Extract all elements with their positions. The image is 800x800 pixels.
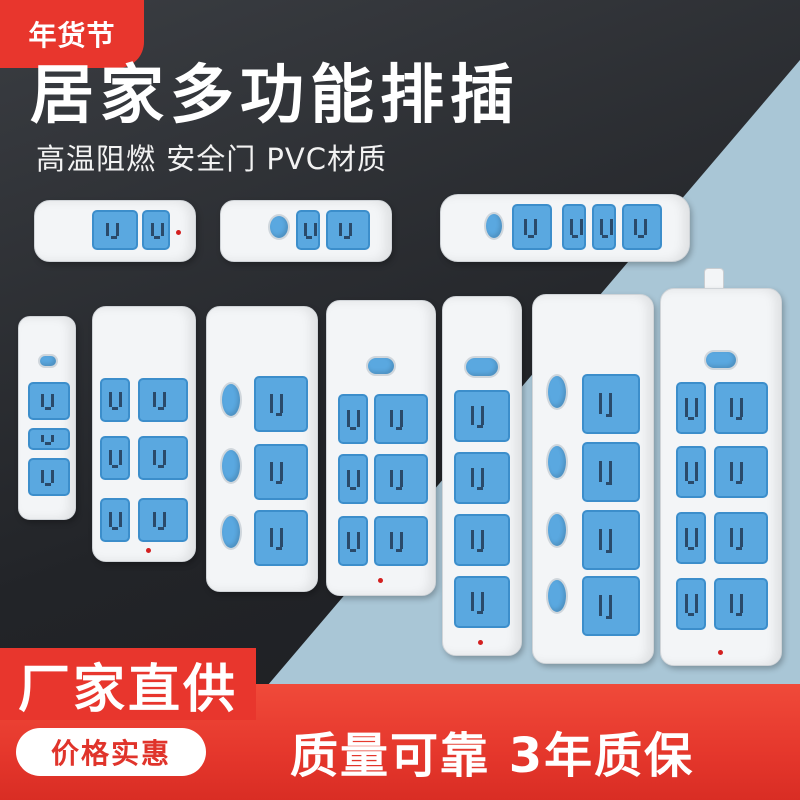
page-title: 居家多功能排插 bbox=[30, 59, 520, 133]
festival-badge: 年货节 bbox=[0, 0, 144, 68]
factory-direct-label: 厂家直供 bbox=[0, 648, 256, 720]
feature-subtitle: 高温阻燃 安全门 PVC材质 bbox=[36, 142, 388, 176]
price-pill: 价格实惠 bbox=[16, 728, 206, 776]
quality-warranty-label: 质量可靠 3年质保 bbox=[290, 728, 695, 784]
